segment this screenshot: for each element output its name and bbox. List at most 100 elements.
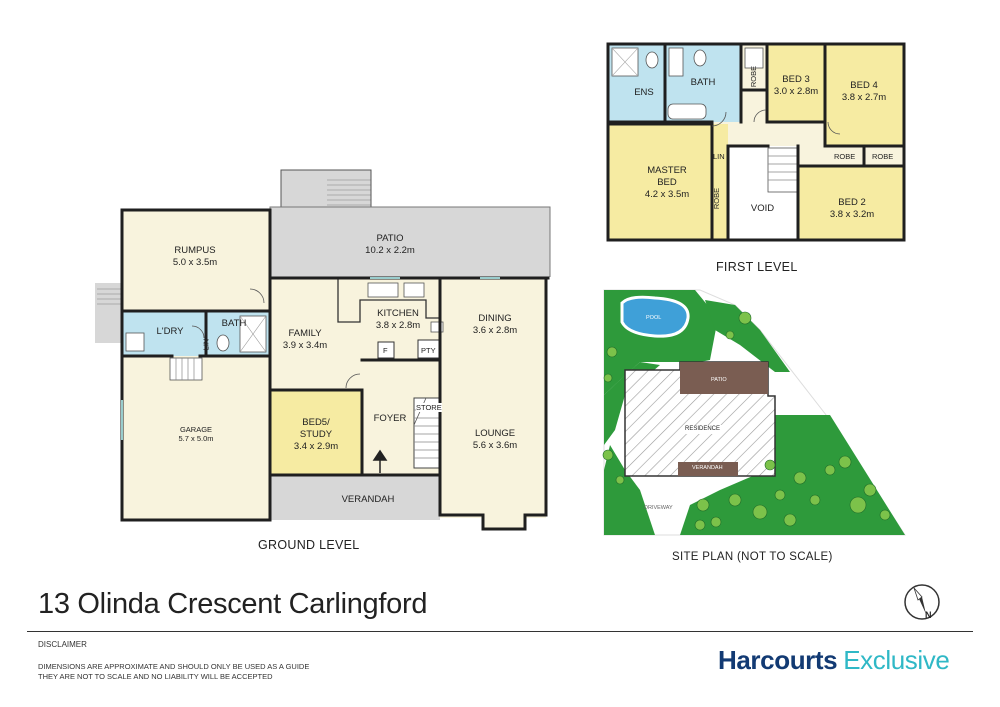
kitchen-bench	[337, 278, 440, 323]
patio-name: PATIO	[376, 233, 404, 244]
bed5-dims: 3.4 x 2.9m	[293, 441, 339, 452]
bed5-label: BED5/ STUDY 3.4 x 2.9m	[280, 417, 352, 453]
site-pool-label: POOL	[646, 315, 662, 321]
ground-lin-label: LIN	[201, 338, 211, 351]
dining-lounge-room	[440, 278, 546, 518]
master-bed-label: MASTER BED 4.2 x 3.5m	[632, 165, 702, 201]
disclaimer-line-2: THEY ARE NOT TO SCALE AND NO LIABILITY W…	[38, 672, 273, 681]
footer-divider	[27, 631, 973, 632]
disclaimer-line-1: DIMENSIONS ARE APPROXIMATE AND SHOULD ON…	[38, 662, 310, 671]
first-level-title: FIRST LEVEL	[716, 260, 798, 274]
bed3-label: BED 3 3.0 x 2.8m	[768, 74, 824, 98]
bed2-name: BED 2	[838, 197, 866, 208]
bed3-dims: 3.0 x 2.8m	[773, 86, 819, 97]
site-driveway-label: DRIVEWAY	[644, 505, 673, 511]
rumpus-dims: 5.0 x 3.5m	[172, 257, 218, 268]
bed2-room	[798, 166, 904, 240]
disclaimer-title: DISCLAIMER	[38, 640, 87, 649]
kitchen-dims: 3.8 x 2.8m	[375, 320, 421, 331]
master-dims: 4.2 x 3.5m	[644, 189, 690, 200]
bed4-room	[825, 44, 904, 146]
fridge-box	[377, 341, 395, 359]
garage-dims: 5.7 x 5.0m	[178, 434, 214, 443]
bed4-dims: 3.8 x 2.7m	[841, 92, 887, 103]
site-residence-label: RESIDENCE	[683, 425, 723, 434]
first-walls	[606, 42, 906, 242]
side-lawn	[604, 445, 655, 535]
rumpus-room	[122, 210, 270, 310]
site-verandah-label: VERANDAH	[692, 465, 723, 471]
kitchen-sink	[367, 282, 399, 298]
site-verandah	[678, 462, 738, 476]
ground-level-plan	[95, 169, 551, 531]
ground-bath-label: BATH	[221, 318, 247, 329]
dining-dims: 3.6 x 2.8m	[472, 325, 518, 336]
bed4-label: BED 4 3.8 x 2.7m	[834, 80, 894, 104]
lounge-label: LOUNGE 5.6 x 3.6m	[455, 428, 535, 452]
pool-shape	[620, 295, 690, 338]
first-level-plan	[606, 42, 906, 242]
family-name: FAMILY	[288, 328, 322, 339]
north-compass	[904, 584, 940, 620]
site-plan-drawing	[602, 289, 906, 536]
robe-master-label: ROBE	[712, 187, 722, 210]
side-steps	[97, 288, 121, 305]
pantry-label: PTY	[421, 346, 436, 355]
rumpus-name: RUMPUS	[174, 245, 216, 256]
store-label: STORE	[416, 403, 442, 412]
kitchen-appliance	[430, 321, 444, 333]
family-dims: 3.9 x 3.4m	[282, 340, 328, 351]
verandah-label: VERANDAH	[341, 494, 395, 505]
site-patio-label: PATIO	[711, 377, 727, 383]
foyer-label: FOYER	[373, 413, 407, 424]
robe-small-label: ROBE	[749, 65, 759, 88]
bed2-label: BED 2 3.8 x 3.2m	[820, 197, 884, 221]
master-name2: BED	[657, 177, 677, 188]
master-bed-room	[608, 124, 728, 240]
lounge-name: LOUNGE	[474, 428, 516, 439]
bed5-name1: BED5/	[302, 417, 330, 428]
garage-name: GARAGE	[179, 425, 213, 434]
rumpus-label: RUMPUS 5.0 x 3.5m	[155, 245, 235, 269]
garage-label: GARAGE 5.7 x 5.0m	[160, 425, 232, 443]
patio-area	[270, 207, 550, 277]
ground-level-title: GROUND LEVEL	[258, 538, 360, 552]
bed5-name2: STUDY	[299, 429, 333, 440]
ensuite-label: ENS	[634, 87, 654, 98]
bed5-study-room	[270, 390, 362, 475]
first-bath-label: BATH	[690, 77, 716, 88]
ground-walls	[120, 208, 550, 531]
master-name1: MASTER	[647, 165, 687, 176]
dining-label: DINING 3.6 x 2.8m	[450, 313, 540, 337]
family-label: FAMILY 3.9 x 3.4m	[275, 328, 335, 352]
dining-name: DINING	[478, 313, 512, 324]
bed2-dims: 3.8 x 3.2m	[829, 209, 875, 220]
bay-window	[483, 513, 525, 529]
side-landing	[95, 283, 123, 343]
patio-steps	[327, 179, 371, 206]
brand-name-primary: Harcourts	[718, 645, 838, 675]
patio-label: PATIO 10.2 x 2.2m	[340, 233, 440, 257]
first-lin-label: LIN	[713, 152, 725, 161]
compass-north-label: N	[925, 610, 932, 620]
brand-name-secondary: Exclusive	[843, 645, 950, 675]
property-address: 13 Olinda Crescent Carlingford	[38, 588, 428, 620]
kitchen-label: KITCHEN 3.8 x 2.8m	[362, 308, 434, 332]
robe2-label: ROBE	[872, 152, 894, 161]
kitchen-name: KITCHEN	[377, 308, 419, 319]
lounge-dims: 5.6 x 3.6m	[472, 440, 518, 451]
garage-room	[122, 356, 270, 520]
patio-dims: 10.2 x 2.2m	[365, 245, 415, 256]
site-patio	[680, 362, 768, 394]
robe1-label: ROBE	[834, 152, 856, 161]
void-label: VOID	[750, 203, 775, 214]
bed4-name: BED 4	[850, 80, 878, 91]
front-verandah	[270, 475, 440, 520]
bed3-room	[767, 44, 825, 122]
laundry-label: L'DRY	[156, 326, 184, 337]
bed3-name: BED 3	[782, 74, 810, 85]
site-plan-title: SITE PLAN (NOT TO SCALE)	[672, 551, 833, 563]
cooktop	[403, 282, 425, 298]
